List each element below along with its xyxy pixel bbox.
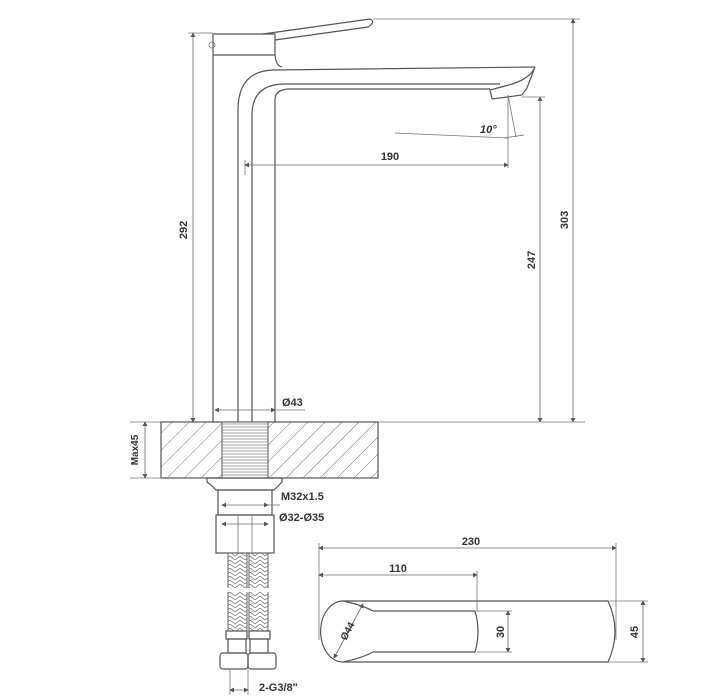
faucet-side-view [208,18,536,422]
angle-10: 10° [394,94,525,139]
countertop-section: Max45 [130,421,585,479]
dimension-43-label: Ø43 [282,397,303,409]
dimension-110-label: 110 [389,563,407,575]
dimension-190: 190 [244,95,509,175]
mounting-hardware: M32x1.5 Ø32-Ø35 [206,477,324,554]
dimension-190-label: 190 [381,151,399,163]
dimension-30-label: 30 [495,626,507,638]
dimension-247-label: 247 [526,251,538,269]
angle-10-label: 10° [480,124,497,136]
dimension-230-label: 230 [462,536,480,548]
hose-connection-label: 2-G3/8" [259,682,298,694]
dimension-diameter-43: Ø43 [214,397,305,413]
dimension-230: 230 [318,536,617,640]
dimension-292-label: 292 [178,221,190,239]
dimension-30: 30 [477,610,512,653]
dimension-110: 110 [318,563,478,612]
dimension-45-label: 45 [629,626,641,638]
supply-hoses: 2-G3/8" [219,552,298,695]
thread-label: M32x1.5 [281,491,324,503]
dimension-247: 247 [522,96,545,423]
base-diameter-label: Ø44 [339,620,358,642]
hole-diameter-label: Ø32-Ø35 [279,512,324,524]
dimension-303: 303 [373,18,580,423]
max-45-label: Max45 [130,434,141,465]
dimension-303-label: 303 [559,211,571,229]
dimension-292: 292 [178,32,213,423]
faucet-top-view: Ø44 [320,600,616,663]
dimension-45: 45 [608,600,648,663]
